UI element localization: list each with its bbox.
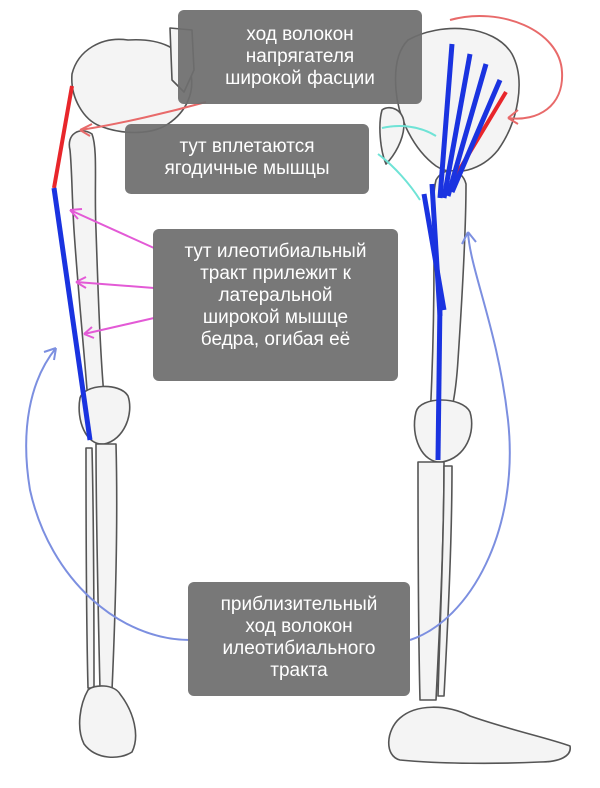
side-it-fiber-6 xyxy=(421,193,447,311)
side-it-fiber-3 xyxy=(445,63,489,197)
lateral-arrow-3 xyxy=(83,317,155,339)
side-it-fiber-2 xyxy=(441,53,473,199)
side-fiber-curve xyxy=(409,231,511,641)
lateral-arrow-2 xyxy=(75,276,155,289)
glutes-insert-label: тут вплетаются ягодичные мышцы xyxy=(125,124,369,194)
side-it-tract-line xyxy=(435,299,443,461)
front-fiber-curve xyxy=(25,347,191,641)
it-tract-lateral-label: тут илеотибиальный тракт прилежит к лате… xyxy=(153,229,398,381)
front-view-skeleton xyxy=(68,27,195,759)
approx-fibers-label: приблизительный ход волокон илеотибиальн… xyxy=(188,582,410,696)
side-sacrum xyxy=(379,106,405,165)
side-it-fiber-1 xyxy=(437,43,455,199)
lateral-arrows xyxy=(69,208,155,339)
front-femur xyxy=(68,130,105,403)
tfl-fibers-label: ход волокон напрягателя широкой фасции xyxy=(178,10,422,104)
it-tract-lines xyxy=(51,43,503,461)
lateral-arrow-1 xyxy=(69,208,155,249)
glute-arrows xyxy=(377,125,437,201)
front-foot xyxy=(78,685,137,759)
front-tibia xyxy=(95,443,118,691)
side-knee xyxy=(413,399,473,463)
side-fibula xyxy=(437,465,453,697)
front-fibula xyxy=(85,447,95,689)
front-it-tract-line xyxy=(51,187,93,441)
front-tfl-line xyxy=(52,85,74,189)
front-knee xyxy=(78,385,131,445)
tfl-pointer-arrow xyxy=(79,101,207,137)
fiber-curves xyxy=(25,231,511,641)
glute-arrow-1 xyxy=(381,125,437,137)
side-foot xyxy=(387,706,571,765)
pelvis-circle-arrow xyxy=(449,15,564,125)
glute-arrow-2 xyxy=(377,153,421,201)
side-it-fiber-4 xyxy=(449,79,503,193)
